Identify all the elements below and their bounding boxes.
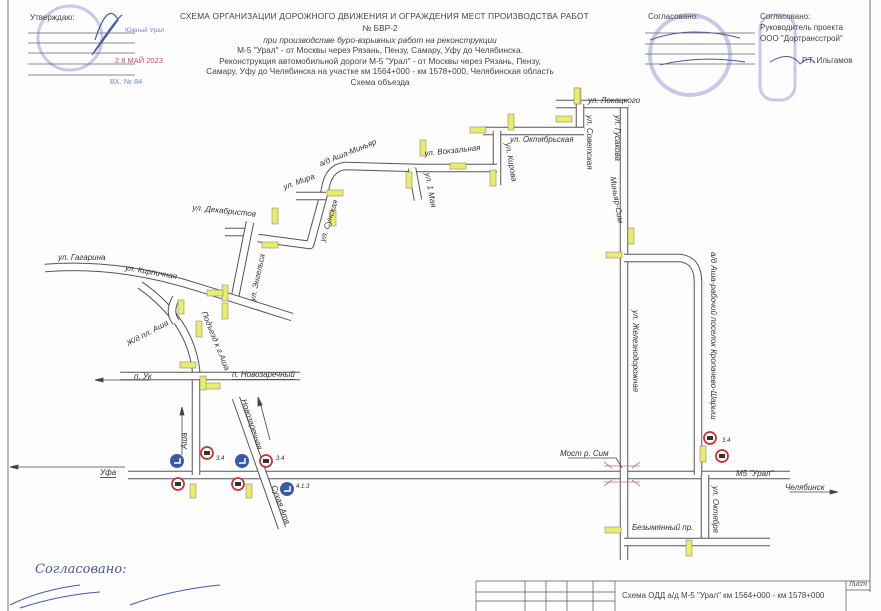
incoming-number: ВХ. № 84 — [110, 77, 143, 86]
title-line-1: СХЕМА ОРГАНИЗАЦИИ ДОРОЖНОГО ДВИЖЕНИЯ И О… — [180, 11, 589, 21]
agreed-company: ООО "Дортрансстрой" — [760, 34, 843, 43]
street-label: ул. Октября — [711, 486, 720, 533]
signature-left — [91, 12, 123, 56]
agreed-name: Р.Т. Ильгамов — [802, 56, 853, 65]
temporary-sign — [555, 115, 573, 123]
temporary-sign — [195, 320, 203, 338]
road-vokzalnaya — [257, 161, 497, 250]
temporary-sign — [449, 162, 467, 170]
stamp-mid — [648, 13, 732, 97]
temporary-sign — [206, 289, 224, 297]
title-block — [475, 580, 870, 611]
road-engelsa — [229, 221, 255, 303]
direction-arrows — [9, 377, 839, 495]
title-line-2: № БВР-2 — [362, 23, 398, 33]
temporary-sign — [245, 483, 253, 499]
turn-direction-sign-icon — [170, 454, 184, 468]
temporary-sign — [405, 171, 413, 189]
street-label: Мост р. Сим — [560, 449, 609, 458]
temporary-sign — [329, 209, 337, 227]
stamp-text: Южный Урал — [125, 27, 165, 34]
street-label: М5 "Урал" — [736, 469, 774, 478]
agreed-label-mid: Согласовано: — [648, 12, 699, 21]
sign-code-3-4: 3.4 — [276, 456, 285, 462]
temporary-sign — [326, 189, 344, 197]
street-label: ул. Гагарина — [58, 253, 106, 262]
temporary-sign — [419, 139, 427, 157]
temporary-sign — [469, 126, 487, 134]
temporary-sign — [685, 539, 693, 557]
street-label: Аша — [180, 432, 189, 449]
signature-right — [769, 56, 816, 65]
street-label: а/д Аша-рабочий поселок Кропачево-Шарыш — [709, 252, 718, 420]
street-label: п. Новозаречный — [232, 370, 295, 380]
stamp-date: 2 8 МАЙ 2023 — [115, 56, 163, 65]
sign-code-3-4: 3.4 — [722, 438, 731, 444]
street-label: ул. Гусакова — [613, 115, 622, 161]
turn-direction-sign-icon — [235, 454, 249, 468]
temporary-sign — [261, 241, 279, 249]
temporary-sign — [573, 87, 581, 105]
street-label: ул. Локацкого — [588, 96, 641, 105]
title-block-caption: Схема ОДД а/д М-5 "Урал" км 1564+000 - к… — [622, 591, 825, 600]
sheet-label: Лист — [849, 581, 868, 588]
stamp-right — [758, 13, 797, 102]
approval-lines — [28, 32, 755, 76]
temporary-sign — [179, 361, 197, 369]
agreed-label-bottom: Согласовано: — [35, 562, 127, 577]
turn-direction-sign-icon — [280, 482, 294, 496]
bridge-marker — [568, 457, 641, 487]
road-loop — [624, 253, 703, 475]
title-line-3: при производстве буро-взрывных работ на … — [263, 35, 497, 45]
agreed-position: Руководитель проекта — [760, 23, 844, 32]
title-line-4: М-5 "Урал" - от Москвы через Рязань, Пен… — [237, 45, 523, 55]
street-label: п. Ук — [134, 372, 152, 381]
signature-bottom — [9, 584, 221, 609]
road-podezd-branch — [167, 295, 180, 325]
temporary-sign — [489, 169, 497, 187]
temporary-sign — [604, 526, 622, 534]
temporary-sign — [221, 302, 229, 320]
street-label: Уфа — [100, 468, 117, 478]
temporary-sign — [507, 113, 515, 131]
temporary-sign — [699, 445, 707, 463]
temporary-sign — [199, 375, 207, 391]
agreed-label-right: Согласовано: — [760, 12, 811, 21]
road-kirpichnaya — [44, 262, 294, 322]
temporary-sign — [177, 299, 185, 315]
title-line-5: Реконструкция автомобильной дороги М-5 "… — [219, 56, 541, 66]
stamp-left — [36, 4, 104, 72]
road-1-maya — [407, 167, 423, 201]
temporary-sign — [189, 483, 197, 499]
approve-label: Утверждаю: — [30, 13, 75, 22]
street-label: Безымянный пр. — [632, 523, 694, 532]
title-line-7: Схема объезда — [350, 77, 410, 87]
street-label: ул. Октябрьская — [510, 135, 574, 144]
street-label: ул. Советская — [585, 115, 594, 170]
road-novozarechnaya — [231, 396, 287, 530]
temporary-sign — [203, 382, 221, 390]
temporary-sign — [605, 251, 623, 259]
signature-mid — [649, 31, 746, 66]
temporary-sign — [271, 207, 279, 225]
sign-code-3-4: 3.4 — [216, 456, 225, 462]
temporary-sign — [627, 227, 635, 245]
street-label: Челябинск — [785, 483, 825, 492]
street-label: ул. Железнодорожная — [631, 310, 640, 393]
title-line-6: Самару, Уфу до Челябинска на участке км … — [206, 66, 554, 76]
sign-code-4-1-3: 4.1.3 — [296, 484, 310, 490]
